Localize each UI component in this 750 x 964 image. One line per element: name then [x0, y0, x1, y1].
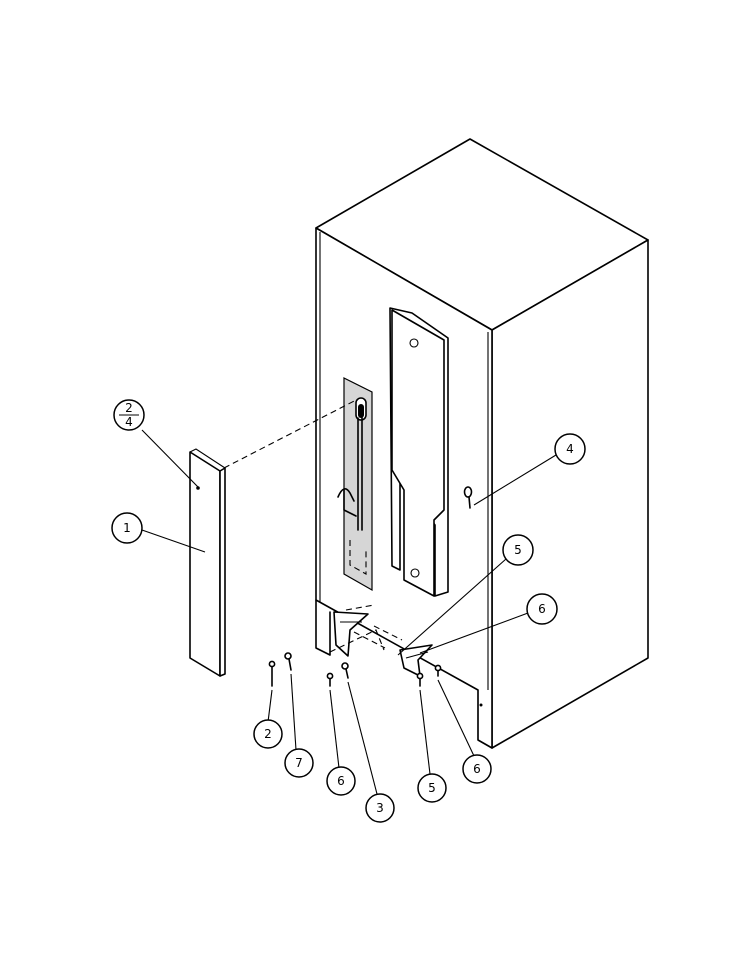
callout-6-left-label: 6	[337, 774, 345, 788]
leader-lines	[141, 397, 557, 795]
screw-5	[416, 672, 424, 687]
callout-2-4: 2 4	[113, 399, 145, 431]
callout-7: 7	[284, 748, 314, 778]
screws	[268, 652, 442, 687]
callout-3-label: 3	[376, 801, 384, 815]
bottom-brackets	[329, 604, 433, 677]
callout-6-top: 6	[526, 593, 558, 625]
callout-4-label: 4	[566, 442, 574, 456]
callout-6-right: 6	[462, 754, 492, 784]
callout-5-top: 5	[502, 534, 534, 566]
screw-7	[284, 652, 292, 671]
screw-6-right	[434, 664, 442, 677]
callout-5-bottom: 5	[417, 773, 447, 803]
side-panel-part	[189, 448, 226, 677]
callout-1: 1	[111, 512, 143, 544]
callout-7-label: 7	[295, 756, 303, 770]
rear-access-cover	[389, 307, 449, 597]
screw-3	[341, 662, 349, 679]
callout-3: 3	[365, 793, 395, 823]
drain-tube-recess	[337, 377, 373, 592]
callout-2-4-top-label: 2	[125, 401, 133, 415]
callout-6-top-label: 6	[538, 602, 546, 616]
callout-2-4-bottom-label: 4	[125, 415, 133, 429]
cabinet-side	[491, 239, 649, 749]
callout-6-right-label: 6	[473, 762, 481, 776]
callout-2-label: 2	[264, 727, 272, 741]
callout-6-left: 6	[326, 766, 356, 796]
callout-1-label: 1	[123, 521, 131, 535]
clip-part	[463, 486, 473, 509]
callout-5-bottom-label: 5	[428, 781, 436, 795]
screw-2	[268, 660, 276, 687]
callout-5-top-label: 5	[514, 543, 522, 557]
callout-4: 4	[554, 433, 586, 465]
screw-6-left	[326, 672, 334, 687]
callout-2: 2	[253, 719, 283, 749]
